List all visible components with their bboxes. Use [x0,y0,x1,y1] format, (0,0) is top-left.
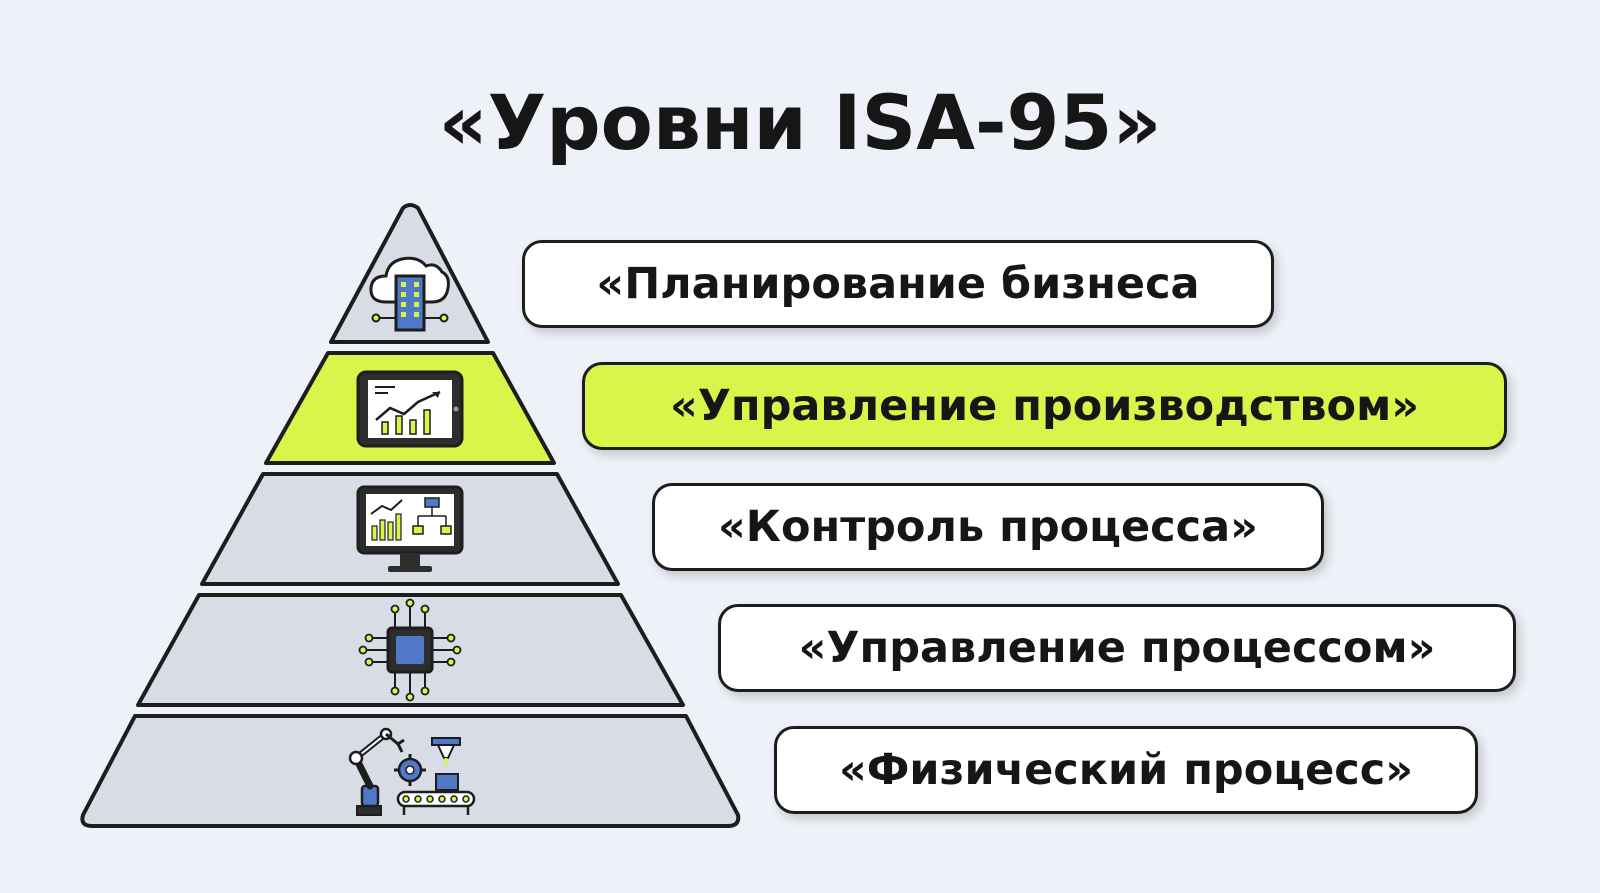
level-label-manufacturing-ops: «Управление производством» [582,362,1507,450]
monitor-dashboard-icon [356,485,464,572]
level-label-business-planning: «Планирование бизнеса [522,240,1274,328]
level-label-text: «Физический процесс» [838,745,1414,795]
cloud-building-icon [369,256,450,332]
level-label-process-control: «Управление процессом» [718,604,1516,692]
page-title: «Уровни ISA-95» [438,78,1162,167]
level-label-process-supervision: «Контроль процесса» [652,483,1324,571]
tablet-chart-icon [356,370,464,448]
level-label-text: «Управление процессом» [798,623,1436,673]
level-label-text: «Планирование бизнеса [596,259,1200,309]
robot-arm-icon [348,727,476,816]
level-label-physical-process: «Физический процесс» [774,726,1478,814]
level-label-text: «Управление производством» [670,381,1419,431]
level-label-text: «Контроль процесса» [718,502,1258,552]
microchip-icon [358,598,462,702]
